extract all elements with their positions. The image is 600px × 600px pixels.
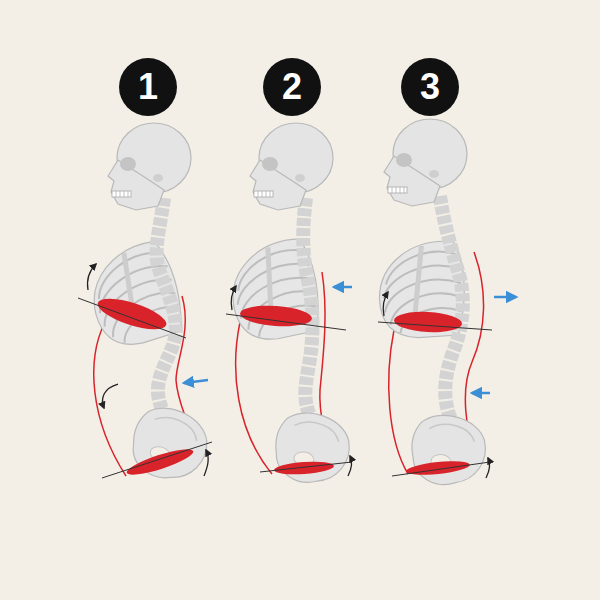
- callout-circle: 3: [400, 57, 460, 117]
- callout-number: 3: [420, 69, 440, 105]
- circle-fill: [263, 58, 321, 116]
- callout-circle: 2: [262, 57, 322, 117]
- figure-one: [78, 123, 214, 487]
- callout-number: 1: [138, 69, 158, 105]
- callout-number: 2: [282, 69, 302, 105]
- callout-circle: 1: [118, 57, 178, 117]
- figure-three: [378, 119, 516, 487]
- circle-fill: [401, 58, 459, 116]
- figure-two: [226, 123, 353, 488]
- circle-fill: [119, 58, 177, 116]
